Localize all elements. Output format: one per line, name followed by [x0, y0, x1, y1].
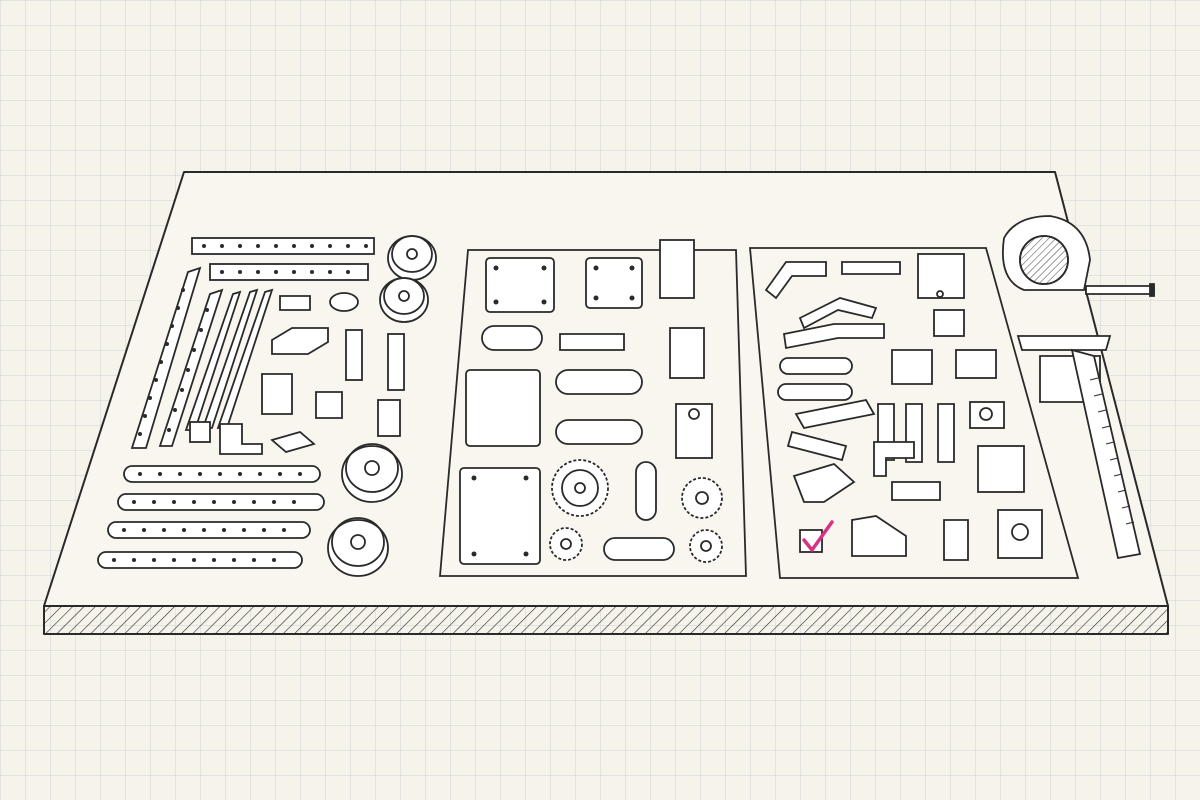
panel-left	[97, 235, 437, 577]
caliper-icon	[1016, 335, 1142, 560]
brackets	[189, 292, 405, 455]
panel-middle	[439, 239, 747, 577]
servos	[659, 239, 713, 459]
mounting-plates	[459, 257, 643, 565]
beams	[191, 237, 375, 281]
rails	[130, 266, 274, 449]
l-brackets	[873, 349, 969, 561]
panel-right	[749, 247, 1080, 579]
panel-middle-frame	[439, 249, 747, 577]
blocks	[977, 445, 1043, 559]
wheels	[327, 235, 437, 577]
links	[481, 325, 675, 561]
checkbox[interactable]	[799, 520, 834, 553]
check-icon	[802, 520, 834, 552]
panel-right-frame	[749, 247, 1080, 579]
gears	[549, 459, 723, 563]
tape-measure-icon	[1002, 215, 1155, 297]
clamps	[917, 253, 1005, 429]
flat-strips	[97, 465, 325, 569]
